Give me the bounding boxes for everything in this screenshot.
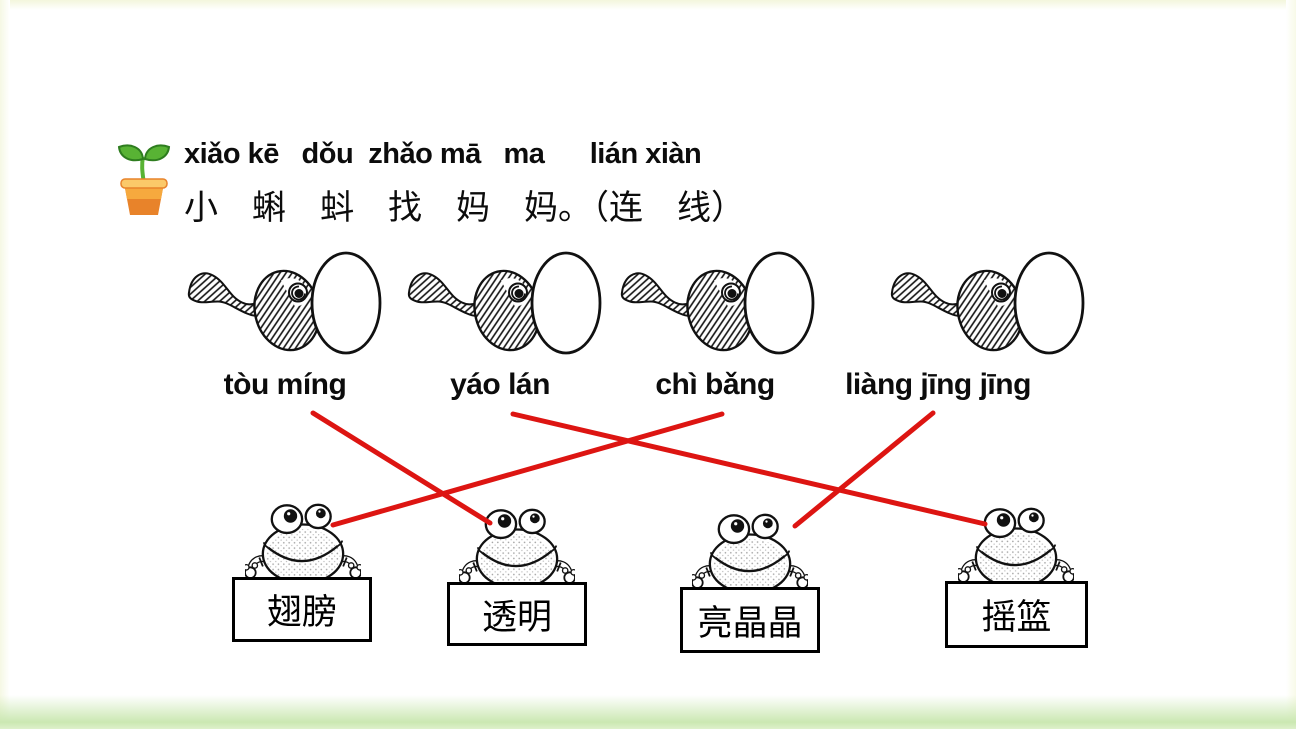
pinyin-option-chibang[interactable]: chì bǎng (655, 368, 775, 401)
pinyin-option-touming[interactable]: tòu míng (223, 368, 347, 401)
answer-circle[interactable] (742, 250, 816, 356)
word-box-liangjingjing[interactable]: 亮晶晶 (680, 587, 820, 653)
title-hanzi: 小 蝌 蚪 找 妈 妈。（连 线） (184, 190, 745, 227)
frog-image (245, 503, 361, 587)
tadpole-item-3 (618, 250, 818, 356)
answer-circle[interactable] (529, 250, 603, 356)
tadpole-item-1 (185, 250, 385, 356)
tadpole-image (618, 250, 758, 356)
answer-line-yaolan (510, 411, 988, 527)
word-box-touming[interactable]: 透明 (447, 582, 587, 646)
word-box-yaolan[interactable]: 摇篮 (945, 581, 1088, 648)
slide-border-top (0, 0, 1296, 10)
pinyin-option-liangjingjing[interactable]: liàng jīng jīng (845, 368, 1031, 401)
slide-border-left (0, 0, 10, 729)
frog-image (692, 513, 808, 597)
answer-circle[interactable] (309, 250, 383, 356)
tadpole-item-2 (405, 250, 605, 356)
word-box-chibang[interactable]: 翅膀 (232, 577, 372, 642)
tadpole-image (405, 250, 545, 356)
frog-image (958, 507, 1074, 591)
answer-line-liangjingjing (792, 410, 936, 529)
tadpole-image (185, 250, 325, 356)
title-pinyin: xiǎo kē dǒu zhǎo mā ma lián xiàn (184, 138, 702, 170)
pinyin-option-yaolan[interactable]: yáo lán (450, 368, 550, 401)
slide-border-right (1286, 0, 1296, 729)
frog-image (459, 508, 575, 592)
slide-border-bottom (0, 695, 1296, 729)
tadpole-item-4 (888, 250, 1088, 356)
tadpole-image (888, 250, 1028, 356)
potted-seedling-icon (117, 144, 171, 215)
answer-circle[interactable] (1012, 250, 1086, 356)
